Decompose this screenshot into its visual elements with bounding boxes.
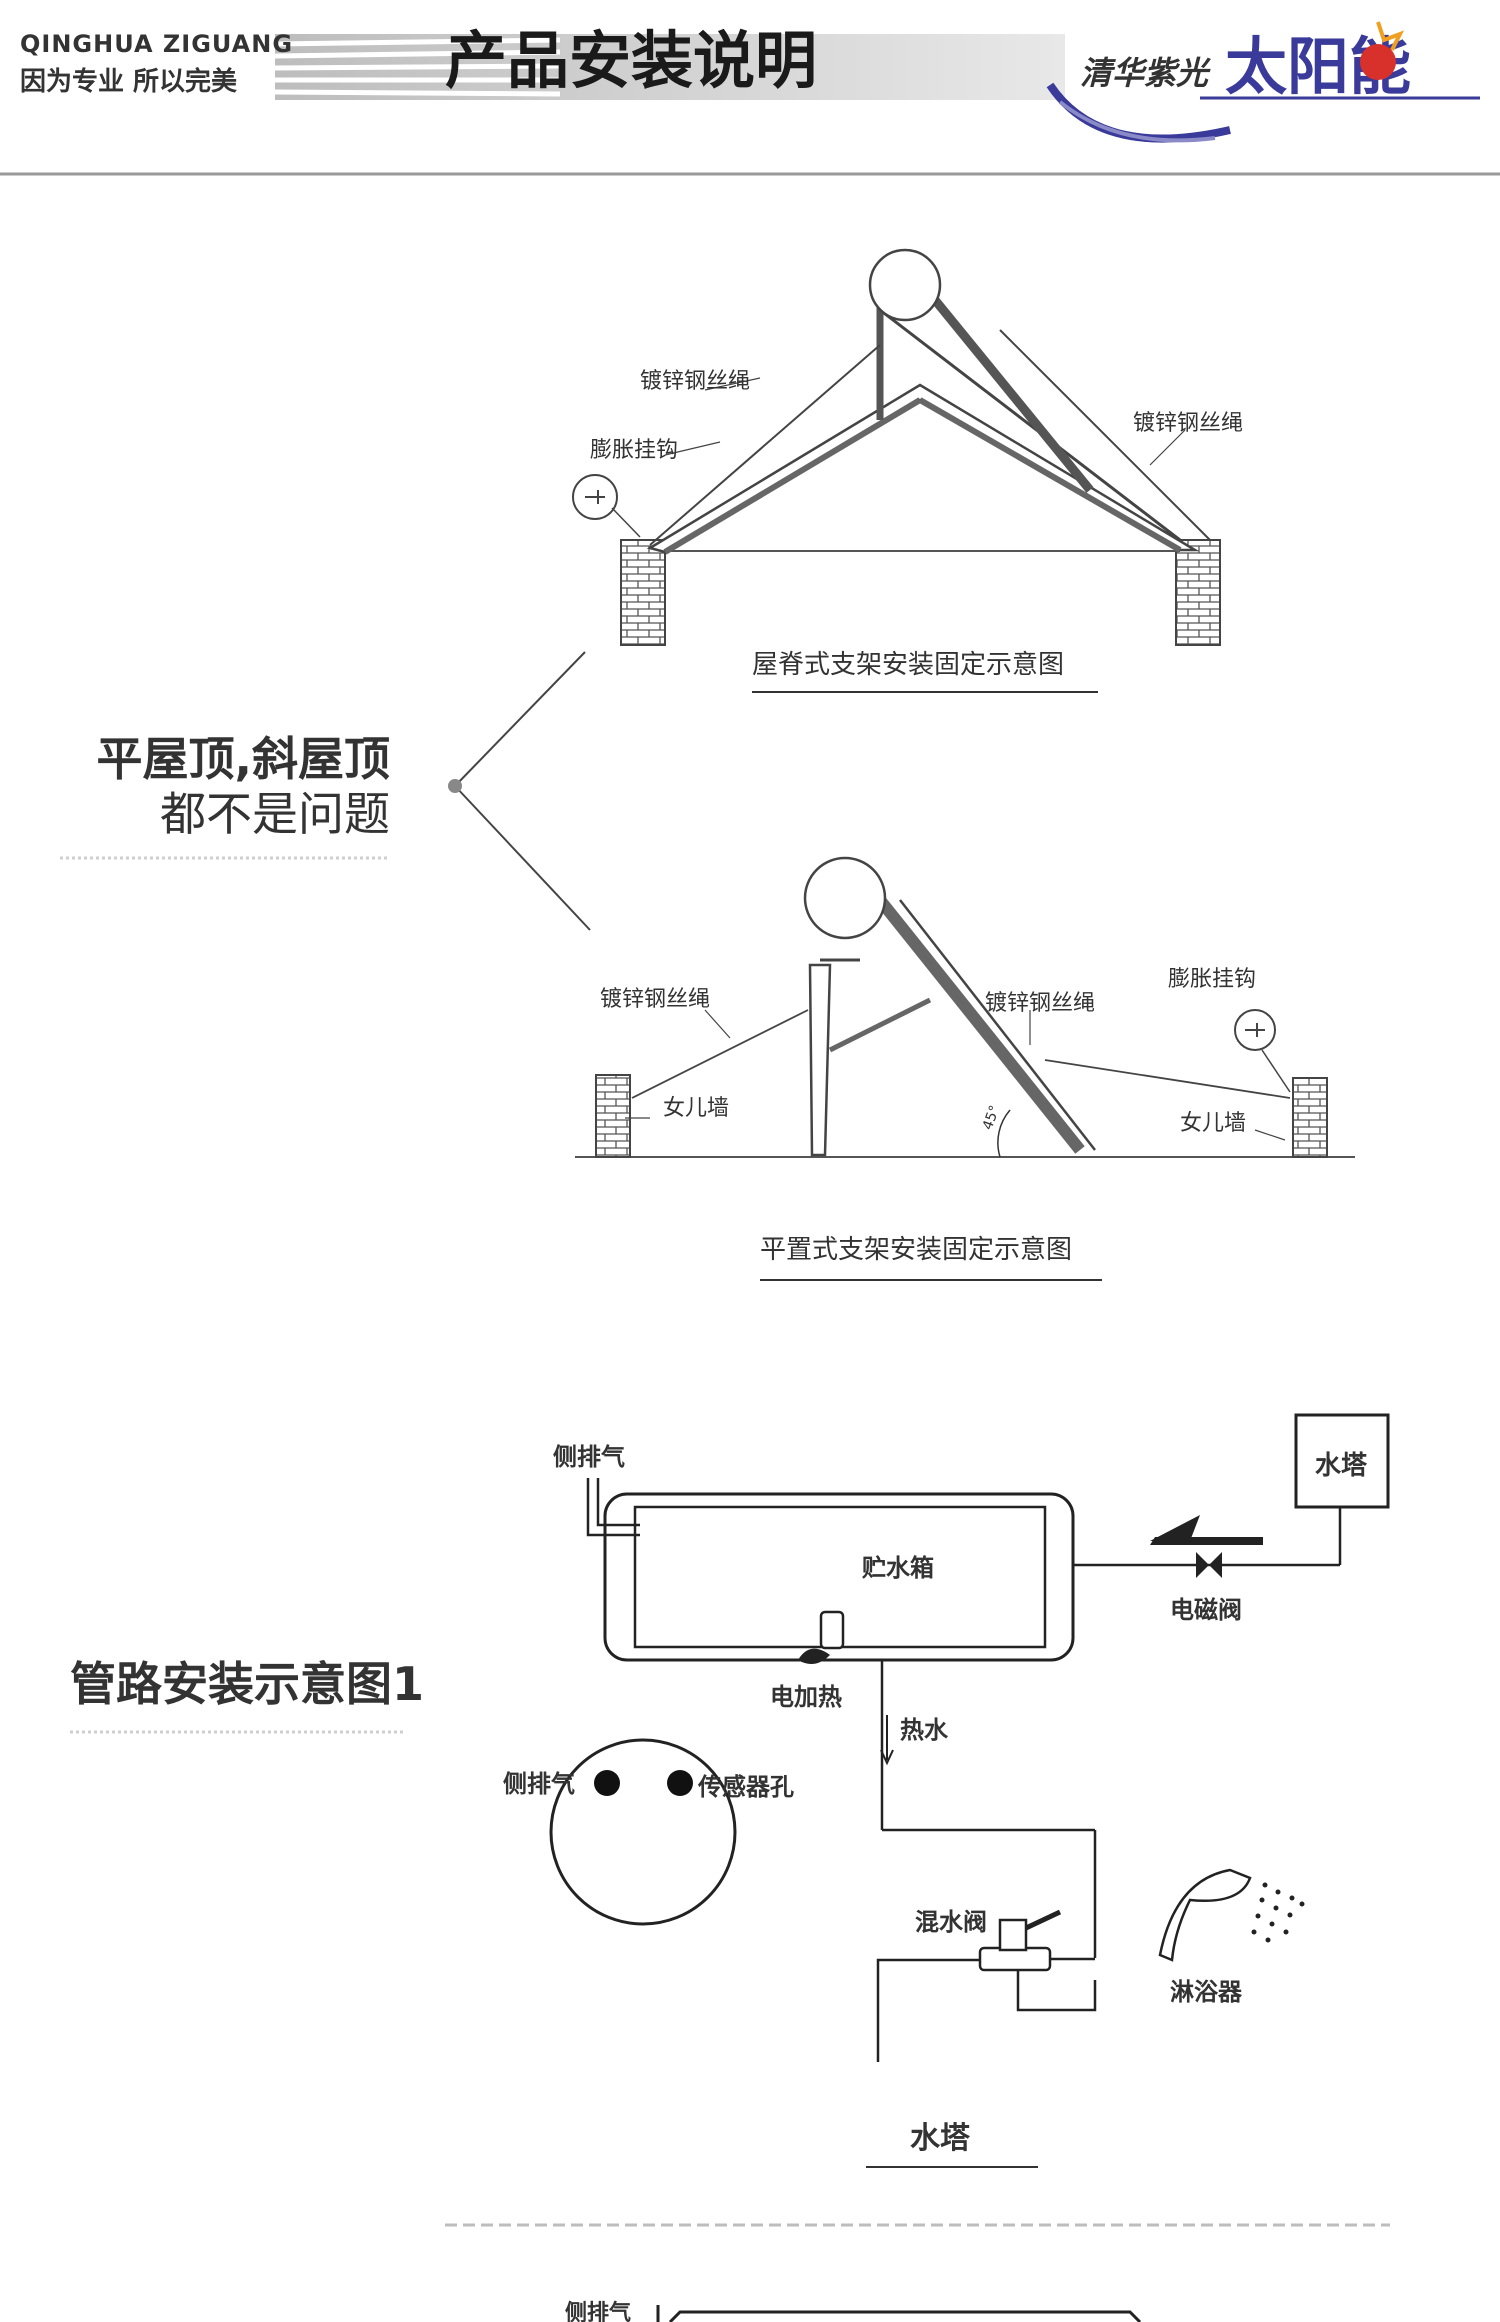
logo-small-text: 清华紫光 xyxy=(1080,54,1211,92)
solenoid-valve-label: 电磁阀 xyxy=(1170,1596,1242,1624)
header: QINGHUA ZIGUANG 因为专业 所以完美 产品安装说明 清华紫光 太阳… xyxy=(0,21,1500,176)
next-side-vent-label: 侧排气 xyxy=(565,2300,631,2322)
leaf-icon xyxy=(798,1648,830,1664)
header-ray-band xyxy=(274,34,1065,100)
brick-pillar-right xyxy=(1175,539,1221,646)
ridge-caption: 屋脊式支架安装固定示意图 xyxy=(752,650,1064,680)
shower-head-icon xyxy=(1158,1868,1305,1962)
end-view-side-vent-label: 侧排气 xyxy=(503,1770,575,1798)
next-diagram-peek xyxy=(656,2305,1142,2322)
brick-pillar-left xyxy=(620,539,666,646)
flat-wire-mid-label: 镀锌钢丝绳 xyxy=(985,991,1095,1016)
brand-slogan: 因为专业 所以完美 xyxy=(20,66,237,97)
electric-heater-label: 电加热 xyxy=(770,1683,842,1711)
intro-connector xyxy=(60,651,591,931)
water-tank-end xyxy=(803,856,887,940)
parapet-left xyxy=(595,1074,631,1158)
water-tower-label: 水塔 xyxy=(1315,1451,1368,1481)
angle-label: 45° xyxy=(980,1103,1004,1132)
pipe-diagram-title: 管路安装示意图1 xyxy=(70,1657,424,1711)
pipe-diagram xyxy=(70,1413,1390,2227)
pipe-caption: 水塔 xyxy=(910,2121,971,2156)
parapet-right xyxy=(1292,1077,1328,1158)
electric-heater-icon xyxy=(819,1610,845,1650)
hot-water-label: 热水 xyxy=(900,1716,949,1744)
sensor-hole xyxy=(667,1770,693,1796)
flat-parapet-right-label: 女儿墙 xyxy=(1180,1111,1246,1136)
flat-mount-diagram xyxy=(575,856,1355,1281)
solenoid-valve-icon xyxy=(1196,1552,1222,1578)
sensor-hole-label: 传感器孔 xyxy=(697,1773,794,1801)
water-tower-box xyxy=(1294,1413,1390,1509)
ridge-hook-label: 膨胀挂钩 xyxy=(590,438,678,463)
sun-logo-icon xyxy=(1360,44,1396,80)
flat-hook-label: 膨胀挂钩 xyxy=(1168,967,1256,992)
brand-pinyin: QINGHUA ZIGUANG xyxy=(20,30,293,58)
tank-end-view xyxy=(549,1738,737,1926)
flat-wire-left-label: 镀锌钢丝绳 xyxy=(600,987,710,1012)
storage-tank xyxy=(603,1492,1075,1662)
mixing-valve-label: 混水阀 xyxy=(915,1908,987,1936)
side-vent-label: 侧排气 xyxy=(553,1443,625,1471)
page-title: 产品安装说明 xyxy=(445,24,817,97)
mixing-valve-icon xyxy=(978,1909,1095,1972)
storage-tank-label: 贮水箱 xyxy=(861,1554,934,1582)
ridge-wire-left-label: 镀锌钢丝绳 xyxy=(640,369,750,394)
water-tank-end xyxy=(868,248,942,322)
flat-caption: 平置式支架安装固定示意图 xyxy=(760,1235,1072,1265)
ridge-wire-right-label: 镀锌钢丝绳 xyxy=(1133,411,1243,436)
roof xyxy=(646,383,1200,554)
ridge-mount-diagram xyxy=(572,248,1221,693)
flat-parapet-left-label: 女儿墙 xyxy=(663,1096,729,1121)
side-vent-hole xyxy=(594,1770,620,1796)
intro-line2: 都不是问题 xyxy=(160,787,390,841)
shower-label: 淋浴器 xyxy=(1170,1978,1243,2006)
intro-line1: 平屋顶,斜屋顶 xyxy=(97,732,390,786)
